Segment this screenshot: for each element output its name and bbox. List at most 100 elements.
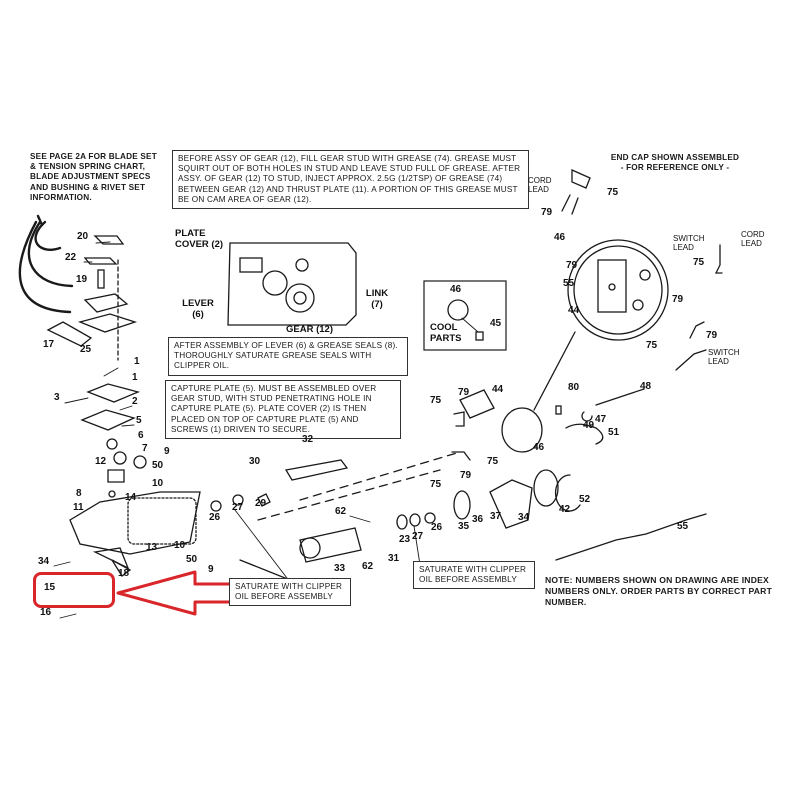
part-number-31: 31	[388, 553, 400, 564]
part-number-79: 79	[706, 330, 718, 341]
part-number-52: 52	[579, 494, 591, 505]
part-number-42: 42	[559, 504, 571, 515]
part-number-13: 13	[146, 542, 158, 553]
part-number-75: 75	[646, 340, 658, 351]
end-cap	[561, 168, 723, 371]
part-number-80: 80	[568, 382, 580, 393]
highlight-box-part-15	[33, 572, 115, 608]
switch-lead-label-1: SWITCH LEAD	[673, 234, 705, 252]
part-number-9: 9	[208, 564, 214, 575]
part-number-7: 7	[142, 443, 148, 454]
cool-parts-label: COOL PARTS	[430, 322, 462, 344]
part-number-55: 55	[563, 278, 575, 289]
part-number-79: 79	[460, 470, 472, 481]
cord-lead-label-2: CORD LEAD	[741, 230, 765, 248]
part-number-46: 46	[554, 232, 566, 243]
part-number-62: 62	[335, 506, 347, 517]
part-number-3: 3	[54, 392, 60, 403]
part-number-5: 5	[136, 415, 142, 426]
part-number-79: 79	[541, 207, 553, 218]
inset-label-gear: GEAR (12)	[286, 324, 333, 335]
highlighted-part-number: 15	[44, 582, 56, 593]
cool-parts-45: 45	[490, 318, 502, 329]
part-number-1: 1	[132, 372, 138, 383]
part-number-79: 79	[566, 260, 578, 271]
part-number-44: 44	[568, 305, 580, 316]
part-number-75: 75	[693, 257, 705, 268]
part-number-10: 10	[174, 540, 186, 551]
part-number-10: 10	[152, 478, 164, 489]
part-number-19: 19	[76, 274, 88, 285]
part-number-27: 27	[232, 502, 244, 513]
part-number-51: 51	[608, 427, 620, 438]
part-number-11: 11	[73, 502, 84, 513]
motor-parts	[396, 331, 581, 530]
part-number-6: 6	[138, 430, 144, 441]
part-number-1: 1	[134, 356, 140, 367]
part-number-75: 75	[487, 456, 499, 467]
part-number-33: 33	[334, 563, 346, 574]
saturate-note-2: SATURATE WITH CLIPPER OIL BEFORE ASSEMBL…	[413, 561, 535, 590]
part-number-37: 37	[490, 511, 502, 522]
part-number-26: 26	[209, 512, 221, 523]
gear-grease-note: BEFORE ASSY OF GEAR (12), FILL GEAR STUD…	[172, 150, 529, 210]
part-number-36: 36	[472, 514, 484, 525]
part-number-32: 32	[302, 434, 314, 445]
part-number-12: 12	[95, 456, 107, 467]
blade-set-parts	[46, 235, 147, 498]
lever-seals-note: AFTER ASSEMBLY OF LEVER (6) & GREASE SEA…	[168, 337, 408, 376]
part-number-29: 29	[255, 498, 267, 509]
part-number-55: 55	[677, 521, 689, 532]
gear-inset	[227, 242, 357, 326]
armature-parts	[210, 451, 461, 581]
saturate-note-1: SATURATE WITH CLIPPER OIL BEFORE ASSEMBL…	[229, 578, 351, 607]
part-number-46: 46	[533, 442, 545, 453]
part-number-2: 2	[132, 396, 138, 407]
part-number-62: 62	[362, 561, 374, 572]
cool-parts-box	[423, 280, 507, 351]
capture-plate-note: CAPTURE PLATE (5). MUST BE ASSEMBLED OVE…	[165, 380, 401, 440]
part-number-50: 50	[152, 460, 164, 471]
see-page-note: SEE PAGE 2A FOR BLADE SET & TENSION SPRI…	[30, 152, 157, 202]
cool-parts-46: 46	[450, 284, 462, 295]
part-number-9: 9	[164, 446, 170, 457]
switch-lead-label-2: SWITCH LEAD	[708, 348, 740, 366]
part-number-34: 34	[518, 512, 530, 523]
inset-label-plate-cover: PLATE COVER (2)	[175, 228, 224, 250]
part-number-47: 47	[595, 414, 607, 425]
part-number-35: 35	[458, 521, 470, 532]
part-number-22: 22	[65, 252, 77, 263]
part-number-8: 8	[76, 488, 82, 499]
part-number-20: 20	[77, 231, 89, 242]
part-number-25: 25	[80, 344, 92, 355]
part-number-75: 75	[607, 187, 619, 198]
inset-label-link: LINK (7)	[365, 288, 389, 310]
part-number-16: 16	[40, 607, 52, 618]
part-number-75: 75	[430, 395, 442, 406]
part-number-34: 34	[38, 556, 50, 567]
part-number-79: 79	[672, 294, 684, 305]
blade-arrows	[18, 214, 74, 314]
cord-parts	[555, 388, 707, 561]
clipper-housing	[69, 491, 201, 577]
part-number-18: 18	[118, 568, 130, 579]
part-number-48: 48	[640, 381, 652, 392]
inset-label-lever: LEVER (6)	[182, 298, 214, 320]
part-number-49: 49	[583, 420, 595, 431]
end-cap-title: END CAP SHOWN ASSEMBLED - FOR REFERENCE …	[600, 153, 750, 173]
part-number-75: 75	[430, 479, 442, 490]
part-number-79: 79	[458, 387, 470, 398]
leader-lines	[53, 241, 421, 619]
part-number-17: 17	[43, 339, 55, 350]
end-cap-subtitle: - FOR REFERENCE ONLY -	[620, 163, 730, 173]
end-cap-title-line: END CAP SHOWN ASSEMBLED	[610, 153, 740, 162]
part-number-44: 44	[492, 384, 504, 395]
part-number-26: 26	[431, 522, 443, 533]
part-number-30: 30	[249, 456, 261, 467]
part-number-50: 50	[186, 554, 198, 565]
part-number-14: 14	[125, 492, 137, 503]
index-numbers-note: NOTE: NUMBERS SHOWN ON DRAWING ARE INDEX…	[545, 575, 773, 607]
part-number-27: 27	[412, 531, 424, 542]
part-number-23: 23	[399, 534, 411, 545]
